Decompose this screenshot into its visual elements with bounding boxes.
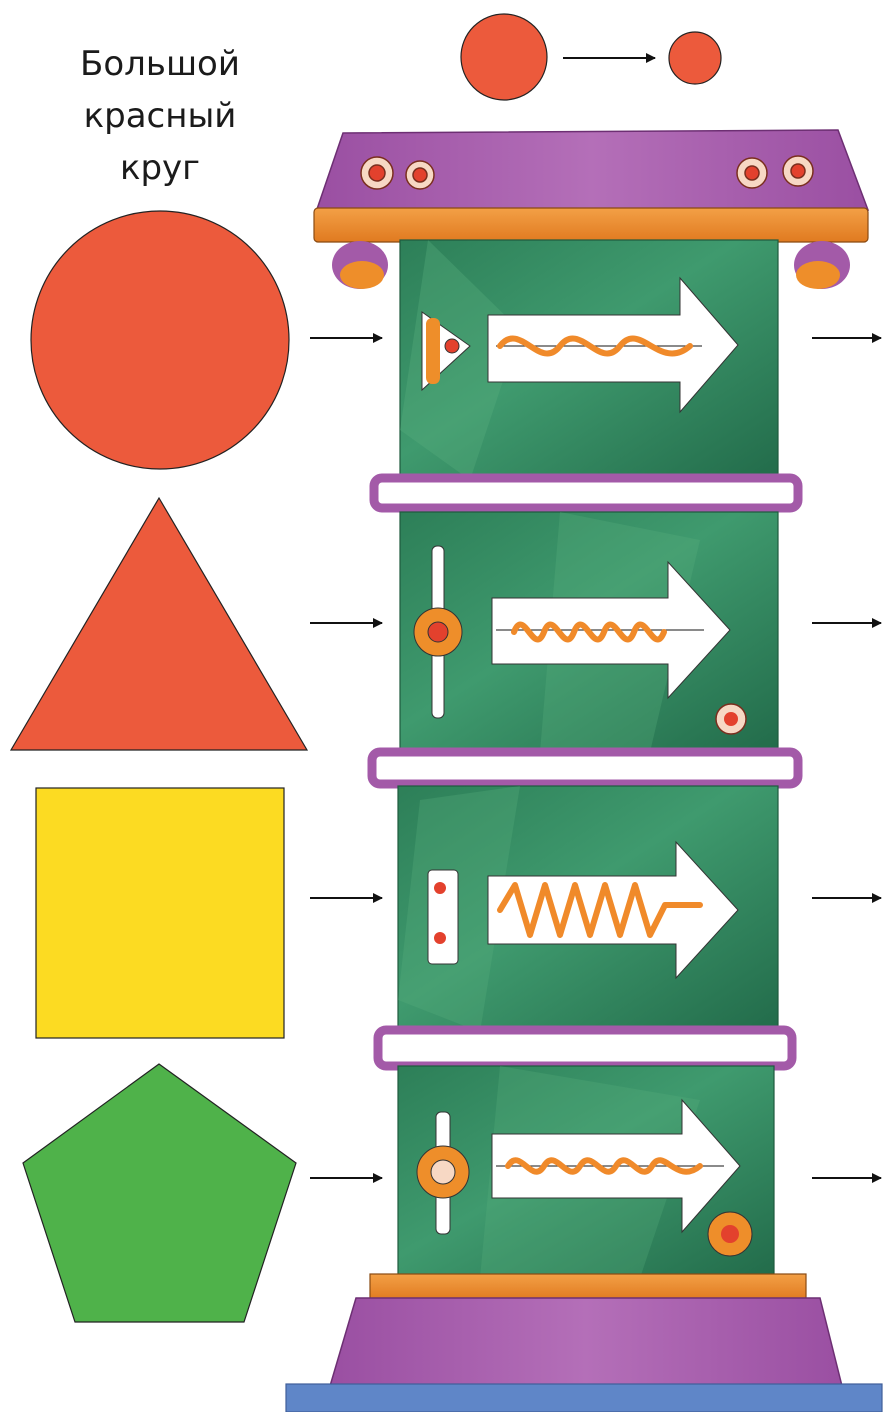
transform-hint	[461, 14, 721, 100]
module-4	[398, 1066, 774, 1278]
red-triangle-shape	[11, 498, 307, 750]
machine-base-ledge	[370, 1274, 806, 1300]
machine-base-plate	[286, 1384, 882, 1412]
green-pentagon-shape	[23, 1064, 296, 1322]
hint-small-circle	[669, 32, 721, 84]
transform-machine	[286, 130, 882, 1412]
red-circle-shape	[31, 211, 289, 469]
connector-3	[378, 1030, 792, 1066]
machine-roof-ledge	[314, 208, 868, 242]
module-2	[400, 512, 778, 752]
yellow-square-shape	[36, 788, 284, 1038]
hint-large-circle	[461, 14, 547, 100]
module-1	[400, 240, 778, 480]
connector-2	[372, 752, 798, 784]
connector-1	[374, 478, 798, 508]
module-3	[398, 786, 778, 1032]
machine-base	[330, 1298, 842, 1386]
